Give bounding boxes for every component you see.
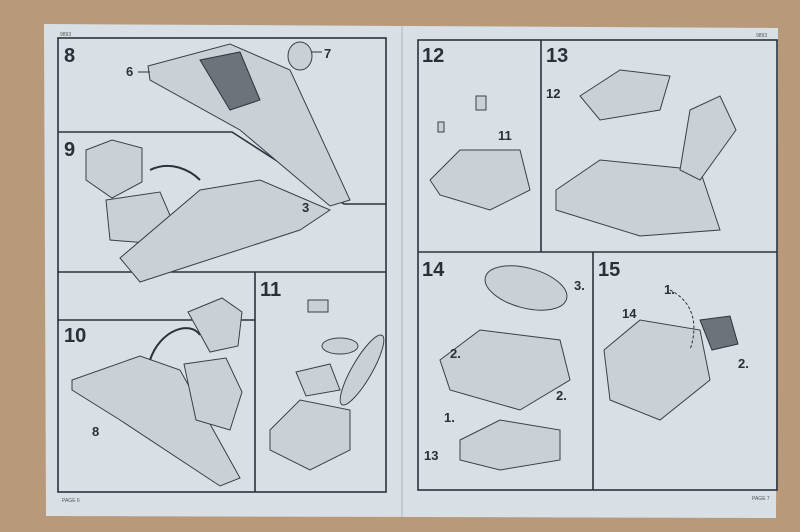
right-frame [417, 39, 778, 491]
step-11: 11 [260, 279, 385, 471]
side-part [679, 95, 737, 181]
step-9: 9 3 [64, 139, 332, 283]
step-number: 12 [422, 45, 444, 67]
right-footer: PAGE 7 [752, 496, 770, 502]
step-10: 10 8 [64, 297, 243, 487]
callout-3: 3. [574, 278, 585, 293]
right-page: 9893 PAGE 7 12 11 13 12 14 3. [417, 33, 778, 502]
callout-1: 1. [664, 282, 675, 297]
canopy [484, 265, 568, 311]
step-14: 14 3. 2. 2. 1. 13 [422, 259, 585, 471]
left-footer: PAGE 6 [62, 498, 80, 504]
engine-part [699, 315, 739, 351]
callout-14: 14 [622, 306, 637, 321]
wing-panel [187, 297, 243, 353]
ship-hull [147, 43, 351, 207]
callout-2b: 2. [556, 388, 567, 403]
callout-7: 7 [324, 46, 331, 61]
step-15: 15 14 1. 2. [598, 259, 749, 421]
small-part [307, 299, 329, 313]
left-frame [57, 37, 387, 493]
step-number: 15 [598, 259, 620, 281]
part-7 [287, 41, 313, 71]
cockpit-tub [579, 69, 671, 121]
step-number: 10 [64, 325, 86, 347]
callout-3: 3 [302, 200, 309, 215]
cockpit-tub [429, 149, 531, 211]
callout-12: 12 [546, 86, 560, 101]
right-header-code: 9893 [756, 33, 767, 39]
callout-2a: 2. [450, 346, 461, 361]
wing-panel [183, 357, 243, 431]
callout-8: 8 [92, 424, 99, 439]
callout-6: 6 [126, 64, 133, 79]
step-number: 11 [260, 279, 281, 301]
cockpit-tub [459, 419, 561, 471]
small-part [475, 95, 487, 111]
fuselage-base [555, 159, 721, 237]
callout-13: 13 [424, 448, 438, 463]
assembled-fuselage [603, 319, 711, 421]
seat-part [295, 363, 341, 397]
wing-panel [85, 139, 143, 199]
fuselage [439, 329, 571, 411]
step-number: 8 [64, 45, 75, 67]
callout-11: 11 [498, 128, 512, 143]
left-page: 9893 PAGE 6 8 7 6 9 3 10 [57, 32, 387, 504]
seat-base [269, 399, 351, 471]
step-number: 14 [422, 259, 445, 281]
callout-1: 1. [444, 410, 455, 425]
cockpit-detail [199, 51, 261, 111]
step-number: 9 [64, 139, 75, 161]
step-number: 13 [546, 45, 568, 67]
step-13: 13 12 [546, 45, 737, 237]
step-12: 12 11 [422, 45, 531, 211]
small-part [437, 121, 445, 133]
ship-hull [119, 179, 332, 283]
step-8: 8 7 6 [64, 41, 351, 207]
canopy [339, 334, 385, 406]
part-disk [321, 337, 359, 355]
left-header-code: 9893 [60, 32, 71, 38]
callout-2: 2. [738, 356, 749, 371]
ship-hull [71, 355, 241, 487]
